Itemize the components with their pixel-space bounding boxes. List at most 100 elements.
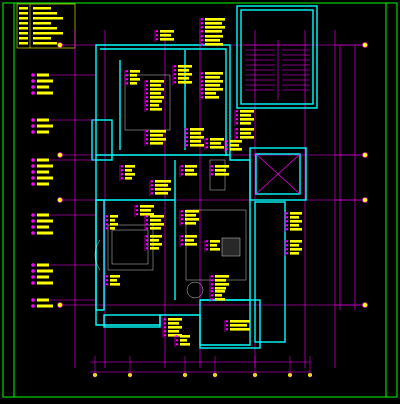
annotation-dot	[200, 84, 204, 87]
annotation-dot	[235, 132, 239, 135]
annotation-text-line	[205, 43, 223, 46]
annotation-text-line	[125, 173, 135, 176]
annotation-text-line	[140, 209, 151, 212]
annotation-layer	[104, 18, 302, 347]
label-dot	[31, 158, 35, 162]
stair-treads	[245, 40, 310, 100]
annotation-dot	[210, 173, 214, 176]
annotation-text-line	[110, 283, 120, 286]
annotation-dot	[205, 142, 209, 145]
label-text-block	[37, 79, 53, 83]
legend-text-block	[33, 42, 57, 45]
annotation-text-line	[110, 227, 115, 230]
legend-text-block	[33, 37, 51, 40]
annotation-text-line	[210, 138, 224, 141]
annotation-text-line	[185, 239, 194, 242]
annotation-dot	[180, 222, 184, 225]
annotation-block	[172, 65, 192, 85]
label-text-block	[37, 158, 49, 162]
label-text-block	[37, 269, 53, 273]
annotation-text-line	[160, 30, 174, 33]
annotation-dot	[210, 290, 214, 293]
annotation-text-line	[130, 78, 140, 81]
label-text-block	[37, 73, 49, 77]
annotation-dot	[200, 80, 204, 83]
annotation-block	[104, 215, 118, 231]
legend-swatch	[19, 42, 28, 45]
annotation-text-line	[180, 339, 187, 342]
annotation-dot	[145, 142, 149, 145]
annotation-text-line	[168, 322, 179, 325]
annotation-dot	[120, 169, 124, 172]
axis-bubble	[362, 42, 368, 48]
annotation-dot	[180, 210, 184, 213]
annotation-dot	[205, 244, 209, 247]
annotation-dot	[180, 239, 184, 242]
annotation-dot	[225, 140, 229, 143]
legend-text-block	[33, 32, 63, 35]
label-text-block	[37, 281, 53, 285]
annotation-dot	[155, 38, 159, 41]
annotation-text-line	[240, 122, 251, 125]
annotation-text-line	[168, 326, 182, 329]
annotation-text-line	[150, 96, 164, 99]
annotation-block	[184, 128, 204, 148]
annotation-text-line	[290, 252, 299, 255]
annotation-text-line	[168, 318, 182, 321]
annotation-text-line	[125, 165, 135, 168]
annotation-text-line	[215, 169, 226, 172]
annotation-dot	[235, 114, 239, 117]
annotation-dot	[185, 140, 189, 143]
annotation-text-line	[290, 228, 302, 231]
annotation-dot	[235, 122, 239, 125]
annotation-text-line	[180, 335, 190, 338]
annotation-text-line	[185, 235, 197, 238]
annotation-text-line	[290, 224, 299, 227]
label-dot	[31, 275, 35, 279]
label-text-block	[37, 164, 53, 168]
annotation-dot	[210, 287, 214, 290]
annotation-dot	[135, 209, 139, 212]
annotation-dot	[180, 173, 184, 176]
label-dot	[31, 118, 35, 122]
annotation-dot	[200, 43, 204, 46]
annotation-dot	[145, 108, 149, 111]
annotation-text-line	[240, 132, 251, 135]
annotation-dot	[150, 188, 154, 191]
legend-swatch	[19, 32, 28, 35]
left-label-group	[31, 73, 95, 95]
annotation-dot	[173, 65, 177, 68]
annotation-dot	[120, 177, 124, 180]
annotation-dot	[285, 248, 289, 251]
left-label-group	[31, 158, 95, 186]
annotation-text-line	[160, 38, 174, 41]
annotation-text-line	[178, 65, 192, 68]
annotation-block	[174, 335, 190, 347]
annotation-block	[199, 88, 219, 100]
annotation-text-line	[210, 240, 220, 243]
annotation-dot	[163, 322, 167, 325]
label-text-block	[37, 231, 53, 235]
annotation-dot	[200, 35, 204, 38]
annotation-text-line	[110, 219, 115, 222]
annotation-text-line	[168, 330, 179, 333]
annotation-text-line	[205, 30, 222, 33]
label-dot	[31, 130, 35, 134]
annotation-text-line	[205, 26, 225, 29]
annotation-text-line	[150, 219, 161, 222]
annotation-block	[179, 165, 197, 177]
annotation-dot	[285, 252, 289, 255]
label-dot	[31, 91, 35, 95]
label-text-block	[37, 275, 49, 279]
annotation-dot	[145, 104, 149, 107]
annotation-text-line	[205, 84, 220, 87]
annotation-dot	[125, 82, 129, 85]
annotation-dot	[225, 328, 229, 331]
annotation-text-line	[210, 244, 217, 247]
annotation-text-line	[150, 227, 161, 230]
label-text-block	[37, 263, 49, 267]
annotation-text-line	[155, 180, 171, 183]
annotation-text-line	[190, 140, 201, 143]
label-dot	[31, 213, 35, 217]
annotation-block	[284, 240, 302, 256]
